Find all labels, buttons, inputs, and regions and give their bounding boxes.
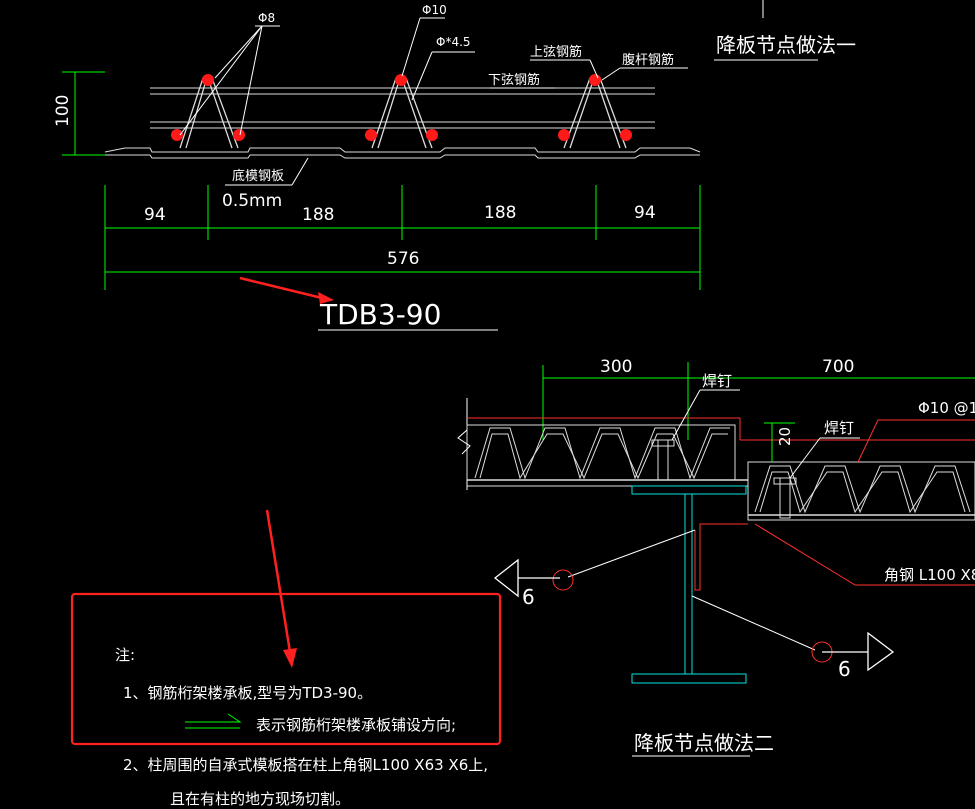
dim-94-right: 94 [634, 203, 656, 223]
label-web-bar: 腹杆钢筋 [622, 52, 674, 68]
section-marker-left-circle [552, 569, 574, 591]
label-phi8: Φ8 [258, 11, 275, 25]
notes-line2: 2、柱周围的自承式模板搭在柱上角钢L100 X63 X6上, [123, 756, 488, 774]
weld-nail-2-label: 焊钉 [824, 419, 854, 437]
label-bottom-plate: 底模钢板 [232, 168, 284, 184]
rebar-dot [171, 129, 183, 141]
notes-block: 注: 1、钢筋桁架楼承板,型号为TD3-90。 表示钢筋桁架楼承板铺设方向; 2… [70, 592, 502, 808]
section-arrow-left [493, 558, 519, 598]
rebar-dot [558, 129, 570, 141]
rebar-dot [233, 129, 245, 141]
section-label-right: 6 [838, 657, 851, 681]
dim-total: 576 [387, 249, 419, 269]
label-upper-chord: 上弦钢筋 [530, 44, 582, 60]
rebar-dot [202, 74, 214, 86]
angle-steel-label: 角钢 L100 X8 [884, 566, 975, 584]
notes-line1: 1、钢筋桁架楼承板,型号为TD3-90。 [123, 684, 372, 702]
detail-two-title: 降板节点做法二 [634, 731, 774, 755]
model-label: TDB3-90 [319, 298, 441, 331]
dim-20: 20 [776, 427, 794, 446]
detail-two-drawing: 300 700 焊钉 焊钉 [457, 357, 975, 684]
dim-700: 700 [822, 357, 854, 377]
dim-94-left: 94 [144, 205, 166, 225]
weld-nail-1-label: 焊钉 [702, 372, 732, 390]
dim-188-right: 188 [484, 203, 516, 223]
height-dim: 100 [53, 95, 73, 127]
label-phi45: Φ*4.5 [436, 35, 471, 49]
dim-300: 300 [600, 357, 632, 377]
rebar-dot [426, 129, 438, 141]
truss-deck-profile: 100 Φ8 Φ10 Φ*4.5 上弦钢筋 腹杆钢筋 下弦钢筋 底模钢板 0.5… [53, 3, 701, 331]
section-label-left: 6 [522, 585, 535, 609]
dim-188-left: 188 [302, 205, 334, 225]
rebar-dot [365, 129, 377, 141]
notes-line2b: 且在有柱的地方现场切割。 [170, 790, 350, 808]
rebar-dot [589, 74, 601, 86]
rebar-dot [620, 129, 632, 141]
label-lower-chord: 下弦钢筋 [488, 72, 540, 88]
label-thickness: 0.5mm [222, 191, 282, 211]
section-arrow-right [867, 631, 895, 672]
rebar-callout: Φ10 @18 [918, 399, 975, 417]
notes-line1b: 表示钢筋桁架楼承板铺设方向; [256, 716, 456, 734]
label-phi10: Φ10 [422, 3, 447, 17]
notes-highlight-box [70, 592, 502, 746]
detail-one-title: 降板节点做法一 [716, 33, 856, 57]
rebar-dot [395, 74, 407, 86]
notes-heading: 注: [115, 646, 135, 664]
